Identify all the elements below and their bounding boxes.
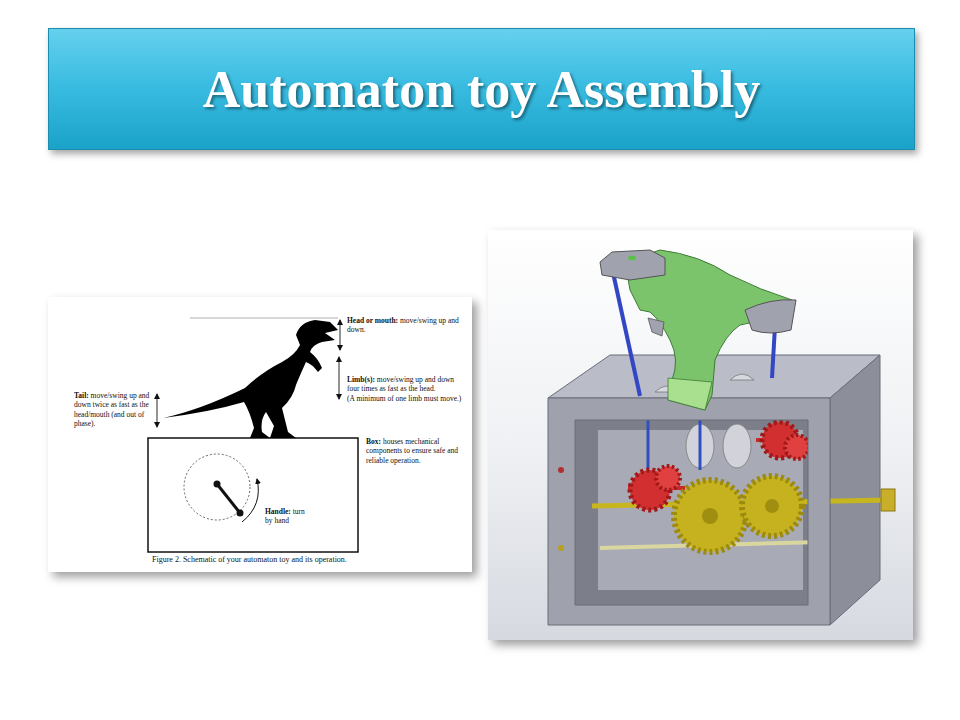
handle-knob [237,510,244,517]
annotation-heading: Head or mouth: [347,316,398,325]
gear-hub [765,499,779,513]
yellow-gear [674,480,746,552]
blue-rod [772,326,775,378]
figure-caption: Figure 2. Schematic of your automaton to… [152,555,347,564]
cam [723,424,751,468]
box-front [548,398,830,625]
annotation-heading: Box: [366,437,381,446]
handle-crank [217,484,240,513]
frame-line [190,318,338,319]
annotation-heading: Handle: [265,507,291,516]
turn-arrow [242,479,258,522]
dinosaur-arm [648,318,664,336]
red-gear [656,466,680,490]
box-side [830,355,880,625]
dinosaur-head [600,250,665,280]
box-hole [558,467,564,473]
head-motion-arrow [340,320,341,350]
cad-render [548,250,895,625]
title-band: Automaton toy Assembly [48,28,915,150]
top-slot [730,374,754,380]
annotation: Limb(s):move/swing up and down four time… [347,375,465,403]
dinosaur-silhouette [163,320,338,438]
yellow-gear [742,476,802,536]
box-hole [558,545,564,551]
annotation-text: (A minimum of one limb must move.) [347,394,465,403]
handle-pivot [214,481,221,488]
annotation: Tail:move/swing up and down twice as fas… [74,391,152,429]
annotation: Handle:turn by hand [265,507,311,526]
box-outline [148,438,358,552]
box-interior [575,420,808,605]
red-gear [785,435,809,459]
limb-motion-arrow [339,357,340,399]
annotation: Box:houses mechanical components to ensu… [366,437,464,465]
blue-follower [699,418,702,470]
gear-hub [702,508,718,524]
annotation-heading: Limb(s): [347,375,375,384]
schematic [148,318,358,552]
slide-title: Automaton toy Assembly [203,60,761,119]
shaft-knob [881,489,895,511]
annotation-heading: Tail: [74,391,89,400]
dinosaur-tail [745,300,796,333]
blue-follower [647,418,650,468]
annotation: Head or mouth:move/swing up and down. [347,316,459,335]
tail-motion-arrow [157,394,158,427]
dinosaur-base [668,378,712,410]
head-marker [628,256,636,261]
handle-path [184,454,250,520]
